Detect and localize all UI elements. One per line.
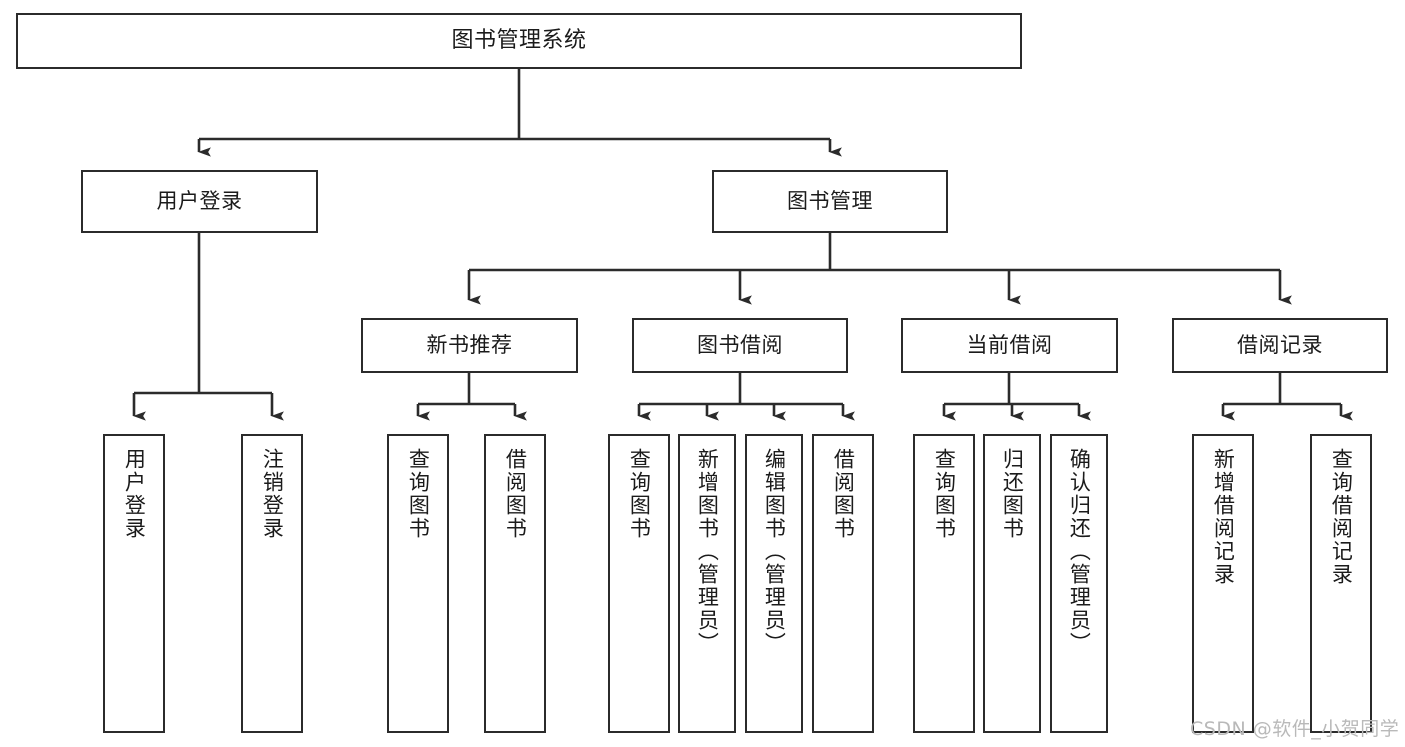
node-label: 编辑图书（管理员）: [762, 448, 787, 655]
node-label: 用户登录: [122, 448, 147, 540]
node-leaf-confirm-return[interactable]: 确认归还（管理员）: [1050, 434, 1108, 733]
node-label: 查询图书: [627, 448, 652, 540]
node-label: 归还图书: [1000, 448, 1025, 540]
node-book-manage[interactable]: 图书管理: [712, 170, 948, 233]
node-label: 查询图书: [932, 448, 957, 540]
node-label: 查询图书: [406, 448, 431, 540]
node-leaf-logout-login[interactable]: 注销登录: [241, 434, 303, 733]
node-leaf-query-borrow-record[interactable]: 查询借阅记录: [1310, 434, 1372, 733]
node-label: 借阅图书: [503, 448, 528, 540]
node-leaf-borrow-book-rec[interactable]: 借阅图书: [484, 434, 546, 733]
node-current-borrow[interactable]: 当前借阅: [901, 318, 1118, 373]
node-new-book-recommend[interactable]: 新书推荐: [361, 318, 578, 373]
node-label: 注销登录: [260, 448, 285, 540]
node-leaf-query-book-current[interactable]: 查询图书: [913, 434, 975, 733]
node-leaf-add-borrow-record[interactable]: 新增借阅记录: [1192, 434, 1254, 733]
node-leaf-user-login[interactable]: 用户登录: [103, 434, 165, 733]
node-leaf-borrow-book[interactable]: 借阅图书: [812, 434, 874, 733]
node-leaf-add-book-admin[interactable]: 新增图书（管理员）: [678, 434, 736, 733]
node-label: 查询借阅记录: [1329, 448, 1354, 586]
node-user-login[interactable]: 用户登录: [81, 170, 318, 233]
csdn-watermark: CSDN @软件_小贺同学: [1190, 718, 1400, 740]
node-label: 新增借阅记录: [1211, 448, 1236, 586]
node-label: 确认归还（管理员）: [1067, 448, 1092, 655]
node-leaf-edit-book-admin[interactable]: 编辑图书（管理员）: [745, 434, 803, 733]
node-label: 新增图书（管理员）: [695, 448, 720, 655]
node-label: 借阅图书: [831, 448, 856, 540]
node-root[interactable]: 图书管理系统: [16, 13, 1022, 69]
node-leaf-query-book-rec[interactable]: 查询图书: [387, 434, 449, 733]
node-leaf-return-book[interactable]: 归还图书: [983, 434, 1041, 733]
node-book-borrow[interactable]: 图书借阅: [632, 318, 848, 373]
node-leaf-query-book-borrow[interactable]: 查询图书: [608, 434, 670, 733]
node-borrow-record[interactable]: 借阅记录: [1172, 318, 1388, 373]
